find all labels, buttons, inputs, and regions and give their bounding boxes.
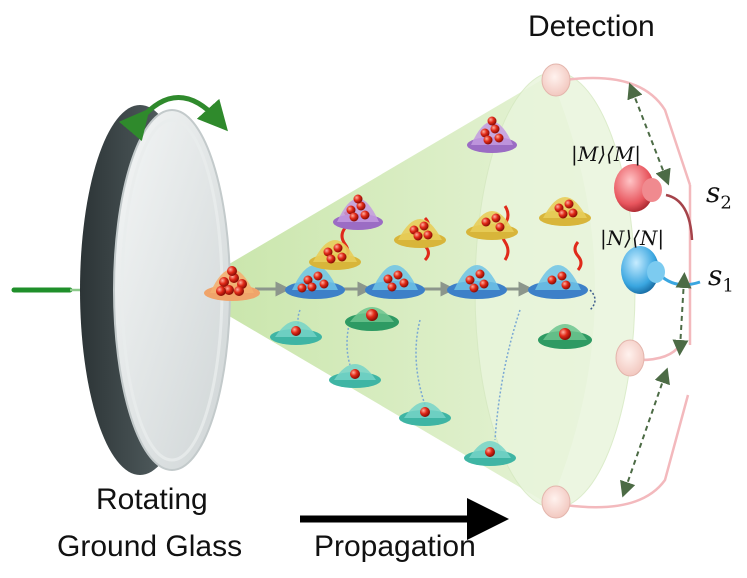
rotation-arrow-icon	[118, 95, 228, 142]
correlation-arrows	[620, 82, 692, 498]
fiber-n	[658, 273, 701, 287]
ground-glass-label: Ground Glass	[57, 530, 243, 563]
detector-n	[621, 246, 665, 294]
propagation-label: Propagation	[314, 530, 476, 563]
s2-label: s2	[706, 176, 732, 214]
fiber-m	[665, 193, 694, 241]
projector-n-label: |N⟩⟨N|	[600, 226, 665, 250]
detection-label: Detection	[528, 10, 655, 43]
photons	[216, 116, 578, 457]
projector-m-label: |M⟩⟨M|	[571, 142, 642, 166]
s1-label: s1	[708, 259, 734, 297]
detector-m	[614, 164, 662, 212]
rotating-label: Rotating	[96, 483, 208, 516]
detector-cup-icon	[541, 63, 645, 519]
